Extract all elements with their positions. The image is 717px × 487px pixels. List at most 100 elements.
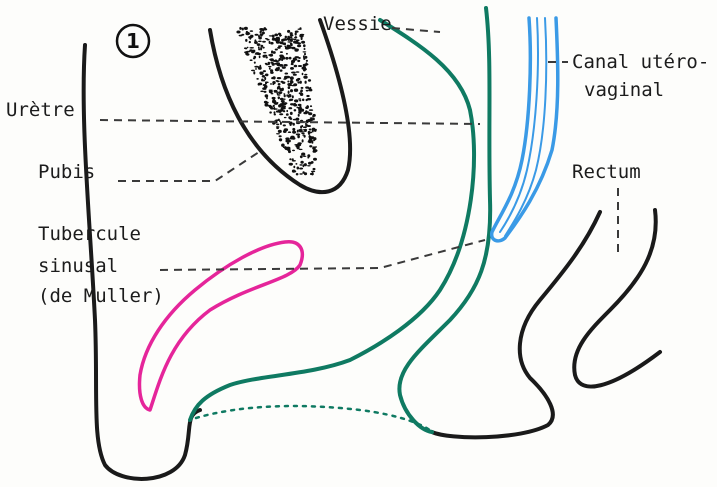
pubis-stipple-dot: [292, 128, 295, 131]
pubis-stipple-dot: [275, 59, 277, 61]
pubis-stipple-dot: [311, 161, 314, 164]
pubis-stipple-dot: [274, 90, 278, 92]
pubis-stipple-dot: [288, 86, 291, 89]
pubis-stipple-dot: [300, 161, 303, 164]
pubis-stipple-dot: [251, 70, 255, 72]
pubis-stipple-dot: [281, 105, 286, 108]
pubis-stipple-dot: [291, 85, 295, 87]
pubis-stipple-dot: [249, 47, 254, 49]
pubis-stipple-dot: [264, 77, 266, 80]
pubis-stipple-dot: [272, 63, 275, 66]
pubis-stipple-dot: [313, 168, 316, 170]
pubis-stipple-dot: [293, 58, 296, 61]
pubis-stipple-dot: [304, 172, 307, 175]
pubis-stipple-dot: [288, 116, 291, 119]
pubis-stipple-dot: [303, 126, 307, 128]
pubis-stipple-dot: [304, 48, 306, 50]
pubis-stipple-dot: [301, 125, 303, 127]
pubis-stipple-dot: [264, 55, 268, 57]
pubis-stipple-dot: [292, 95, 294, 98]
pubis-stipple-dot: [308, 79, 311, 82]
pubis-stipple: [236, 27, 317, 176]
pubis-stipple-dot: [279, 139, 282, 141]
pubis-stipple-dot: [245, 39, 247, 42]
pubis-stipple-dot: [260, 91, 264, 93]
pubis-stipple-dot: [258, 83, 260, 86]
pubis-stipple-dot: [292, 158, 294, 160]
pubis-stipple-dot: [247, 47, 249, 48]
pubis-stipple-dot: [303, 156, 307, 157]
pubis-stipple-dot: [293, 170, 296, 172]
pubis-stipple-dot: [276, 133, 280, 134]
pubis-stipple-dot: [253, 71, 255, 74]
pubis-stipple-dot: [292, 47, 295, 49]
pubis-stipple-dot: [270, 42, 273, 45]
pubis-stipple-dot: [300, 155, 303, 158]
pubis-stipple-dot: [305, 86, 309, 88]
pubis-stipple-dot: [246, 53, 250, 55]
pubis-stipple-dot: [291, 63, 294, 65]
pubis-stipple-dot: [290, 32, 293, 35]
pubis-stipple-dot: [315, 129, 317, 131]
pubis-stipple-dot: [294, 109, 297, 111]
pubis-stipple-dot: [283, 124, 286, 126]
pubis-stipple-dot: [279, 41, 281, 43]
sinus-tubercle: [139, 242, 302, 410]
pubis-stipple-dot: [269, 67, 271, 69]
pubis-stipple-dot: [258, 48, 260, 50]
perineum-outline: [432, 212, 600, 437]
pubis-stipple-dot: [296, 71, 300, 73]
pubis-stipple-dot: [292, 150, 295, 152]
pubis-stipple-dot: [287, 142, 289, 144]
pubis-stipple-dot: [302, 99, 304, 102]
pubis-stipple-dot: [303, 55, 305, 58]
pubis-stipple-dot: [277, 47, 281, 49]
pubis-stipple-dot: [298, 29, 302, 30]
label-canal-line1: Canal utéro-: [572, 51, 709, 73]
pubis-stipple-dot: [265, 64, 269, 66]
pubis-stipple-dot: [239, 27, 241, 30]
pubis-stipple-dot: [279, 35, 282, 36]
pubis-stipple-dot: [280, 51, 283, 53]
pubis-stipple-dot: [272, 83, 274, 85]
pubis-stipple-dot: [299, 34, 303, 37]
pubis-stipple-dot: [298, 57, 301, 59]
pubis-stipple-dot: [274, 34, 278, 37]
pubis-stipple-dot: [303, 164, 305, 167]
pubis-stipple-dot: [273, 105, 275, 107]
pubis-stipple-dot: [275, 49, 278, 51]
pubis-stipple-dot: [282, 82, 286, 84]
pubis-stipple-dot: [284, 46, 286, 48]
pubis-stipple-dot: [283, 130, 287, 133]
pubis-stipple-dot: [258, 46, 260, 49]
pubis-stipple-dot: [292, 131, 295, 134]
label-tubercule-line1: Tubercule: [38, 223, 141, 245]
pubis-stipple-dot: [300, 89, 303, 92]
pubis-stipple-dot: [278, 130, 282, 133]
pubis-stipple-dot: [287, 30, 290, 33]
pubis-stipple-dot: [297, 167, 300, 170]
pubis-stipple-dot: [277, 102, 279, 104]
pubis-stipple-dot: [280, 122, 282, 125]
pubis-stipple-dot: [266, 82, 269, 84]
pubis-stipple-dot: [297, 60, 300, 62]
pubis-stipple-dot: [285, 57, 288, 60]
pubis-stipple-dot: [301, 109, 304, 112]
pubis-stipple-dot: [250, 59, 253, 61]
pubis-stipple-dot: [272, 97, 276, 99]
pubis-stipple-dot: [281, 144, 285, 147]
pubis-stipple-dot: [272, 38, 276, 41]
pubis-stipple-dot: [306, 62, 308, 65]
pubis-stipple-dot: [265, 38, 268, 39]
pubis-stipple-dot: [281, 39, 285, 42]
pubis-stipple-dot: [265, 103, 269, 106]
pubis-stipple-dot: [305, 106, 308, 109]
pubis-stipple-dot: [292, 136, 294, 139]
pubis-stipple-dot: [295, 36, 297, 39]
pubis-stipple-dot: [258, 66, 262, 69]
pubis-stipple-dot: [259, 55, 261, 58]
pubis-stipple-dot: [289, 36, 292, 38]
pubis-stipple-dot: [249, 41, 251, 43]
pubis-stipple-dot: [278, 45, 282, 47]
pubis-stipple-dot: [308, 133, 310, 135]
